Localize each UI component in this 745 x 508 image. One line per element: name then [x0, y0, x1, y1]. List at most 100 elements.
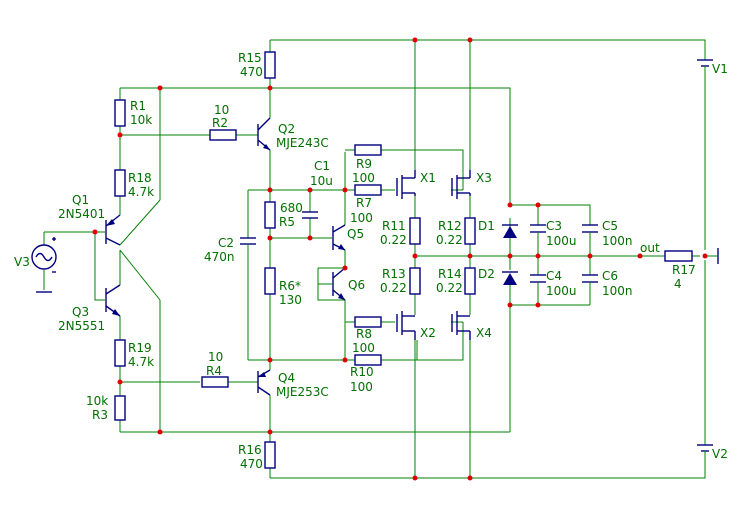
r11-value: 0.22 — [380, 233, 407, 247]
r15-label: R15 — [238, 51, 262, 65]
r16-resistor — [264, 441, 276, 469]
r6-resistor — [264, 267, 276, 295]
c6-label: C6 — [602, 269, 618, 283]
r7-resistor — [354, 184, 382, 196]
x3-label: X3 — [476, 171, 492, 185]
r5-value: 680 — [280, 201, 303, 215]
r16-label: R16 — [238, 443, 262, 457]
r5-label: R5 — [279, 215, 295, 229]
junctions — [92, 37, 708, 481]
q3-label: Q3 — [72, 305, 89, 319]
r14-label: R14 — [438, 267, 462, 281]
c4-capacitor — [530, 274, 546, 288]
d2-label: D2 — [478, 267, 495, 281]
q3-type: 2N5551 — [58, 319, 105, 333]
r2-value: 10 — [214, 103, 229, 117]
r3-resistor — [114, 395, 126, 421]
r11-resistor — [409, 217, 421, 245]
v1-battery-icon — [697, 59, 713, 75]
d1-diode — [502, 224, 518, 256]
q3-transistor — [105, 284, 121, 317]
r13-label: R13 — [382, 267, 406, 281]
c5-value: 100n — [602, 234, 633, 248]
labels: R15 470 R1 10k 10 R2 Q2 MJE243C R18 4.7k… — [14, 51, 728, 471]
c2-value: 470n — [204, 250, 235, 264]
r9-value: 100 — [352, 171, 375, 185]
r8-label: R8 — [356, 327, 372, 341]
r14-resistor — [464, 267, 476, 295]
q2-transistor — [257, 117, 271, 151]
r4-value: 10 — [208, 350, 223, 364]
c3-value: 100u — [546, 234, 577, 248]
r2-resistor — [209, 129, 237, 141]
r12-label: R12 — [438, 219, 462, 233]
r17-resistor — [664, 250, 693, 262]
r4-label: R4 — [206, 364, 222, 378]
wires — [43, 39, 706, 479]
q5-label: Q5 — [347, 227, 364, 241]
r12-value: 0.22 — [436, 233, 463, 247]
r10-resistor — [354, 354, 382, 366]
r18-label: R18 — [128, 171, 152, 185]
x1-mosfet — [396, 170, 416, 199]
c1-value: 10u — [310, 174, 333, 188]
x3-mosfet — [451, 170, 471, 199]
components — [31, 51, 719, 469]
q2-type: MJE243C — [276, 136, 329, 150]
r8-value: 100 — [352, 341, 375, 355]
q1-transistor — [105, 214, 121, 246]
r3-value: 10k — [86, 394, 108, 408]
r4-resistor — [201, 376, 229, 388]
q4-type: MJE253C — [276, 385, 329, 399]
x4-label: X4 — [476, 326, 492, 340]
r12-resistor — [464, 217, 476, 245]
c5-label: C5 — [602, 219, 618, 233]
r19-label: R19 — [128, 341, 152, 355]
r9-label: R9 — [356, 157, 372, 171]
r17-value: 4 — [674, 277, 682, 291]
x4-mosfet — [451, 311, 471, 340]
q1-type: 2N5401 — [58, 207, 105, 221]
q5-transistor — [332, 224, 346, 251]
v2-label: V2 — [712, 447, 728, 461]
c6-value: 100n — [602, 284, 633, 298]
r15-resistor — [264, 51, 276, 79]
d1-label: D1 — [478, 219, 495, 233]
c3-capacitor — [530, 224, 546, 238]
r10-label: R10 — [350, 365, 374, 379]
q4-label: Q4 — [278, 371, 295, 385]
r19-resistor — [114, 339, 126, 367]
v2-battery-icon — [697, 444, 713, 460]
r1-value: 10k — [130, 113, 152, 127]
r9-resistor — [354, 144, 382, 156]
q2-label: Q2 — [278, 122, 295, 136]
r2-label: R2 — [212, 116, 228, 130]
r15-value: 470 — [240, 65, 263, 79]
q6-transistor — [318, 267, 346, 301]
v3-source-icon — [31, 231, 60, 273]
d2-diode — [502, 271, 518, 285]
r13-value: 0.22 — [380, 281, 407, 295]
r18-value: 4.7k — [128, 185, 154, 199]
c5-capacitor — [582, 224, 598, 238]
q1-label: Q1 — [72, 193, 89, 207]
r7-value: 100 — [350, 211, 373, 225]
r13-resistor — [409, 267, 421, 295]
x2-label: X2 — [420, 326, 436, 340]
q4-transistor — [257, 369, 271, 396]
r8-resistor — [354, 316, 382, 328]
c2-label: C2 — [218, 236, 234, 250]
r6-value: 130 — [279, 293, 302, 307]
r19-value: 4.7k — [128, 355, 154, 369]
r14-value: 0.22 — [436, 281, 463, 295]
c1-label: C1 — [314, 159, 330, 173]
r17-label: R17 — [672, 263, 696, 277]
q6-label: Q6 — [348, 278, 365, 292]
r1-resistor — [114, 99, 126, 127]
r3-label: R3 — [92, 408, 108, 422]
c2-capacitor — [240, 237, 256, 258]
v3-label: V3 — [14, 255, 30, 269]
out-label: out — [640, 241, 660, 255]
